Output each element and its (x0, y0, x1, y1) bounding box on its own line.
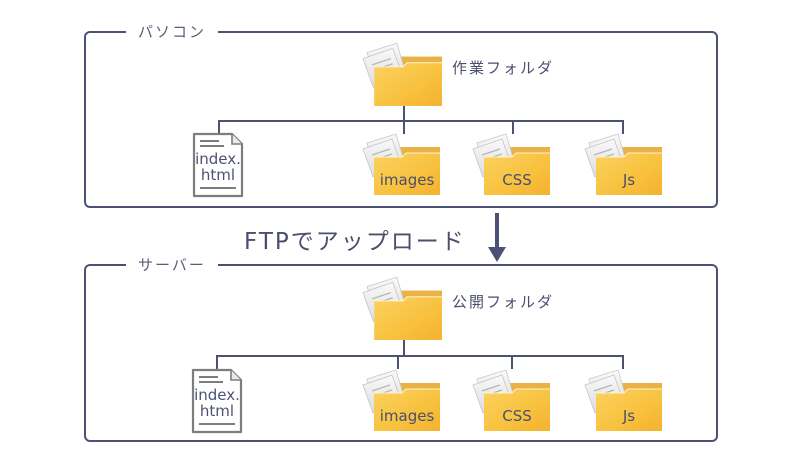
server-title: サーバー (126, 255, 218, 275)
folder-label: CSS (502, 171, 532, 189)
tree-line (403, 340, 405, 357)
local-pc-frame: パソコン (84, 22, 718, 208)
tree-line (216, 355, 218, 369)
tree-line (511, 355, 513, 369)
server-images-folder[interactable]: images (362, 367, 440, 431)
arrow-down-icon (488, 213, 506, 262)
folder-label: Js (622, 171, 636, 189)
folder-label: images (379, 407, 435, 425)
local-images-folder[interactable]: images (362, 131, 440, 195)
tree-line (512, 120, 514, 134)
tree-line (403, 106, 405, 122)
server-frame: サーバー (84, 255, 718, 442)
tree-line (397, 355, 399, 369)
tree-line (218, 120, 220, 134)
server-root-folder[interactable] (362, 274, 442, 340)
server-js-folder[interactable]: Js (584, 367, 662, 431)
folder-icon (362, 40, 442, 106)
tree-line (622, 120, 624, 134)
file-name-line2: html (199, 402, 235, 420)
local-root-folder[interactable] (362, 40, 442, 106)
file-name-line1: index. (194, 386, 240, 404)
server-root-folder-label: 公開フォルダ (452, 293, 555, 311)
tree-line (403, 120, 405, 134)
tree-line (216, 355, 624, 357)
server-css-folder[interactable]: CSS (472, 367, 550, 431)
folder-label: CSS (502, 407, 532, 425)
tree-line (622, 355, 624, 369)
local-root-folder-label: 作業フォルダ (452, 59, 555, 77)
local-js-folder[interactable]: Js (584, 131, 662, 195)
ftp-upload-label: FTPでアップロード (244, 229, 466, 255)
file-name-line1: index. (195, 150, 241, 168)
local-pc-title: パソコン (126, 22, 219, 42)
folder-icon (362, 274, 442, 340)
local-index-html-file[interactable]: index. html (192, 132, 244, 198)
local-css-folder[interactable]: CSS (472, 131, 550, 195)
folder-label: images (379, 171, 435, 189)
file-name-line2: html (200, 166, 236, 184)
tree-line (218, 120, 624, 122)
server-index-html-file[interactable]: index. html (191, 368, 243, 434)
folder-label: Js (622, 407, 636, 425)
